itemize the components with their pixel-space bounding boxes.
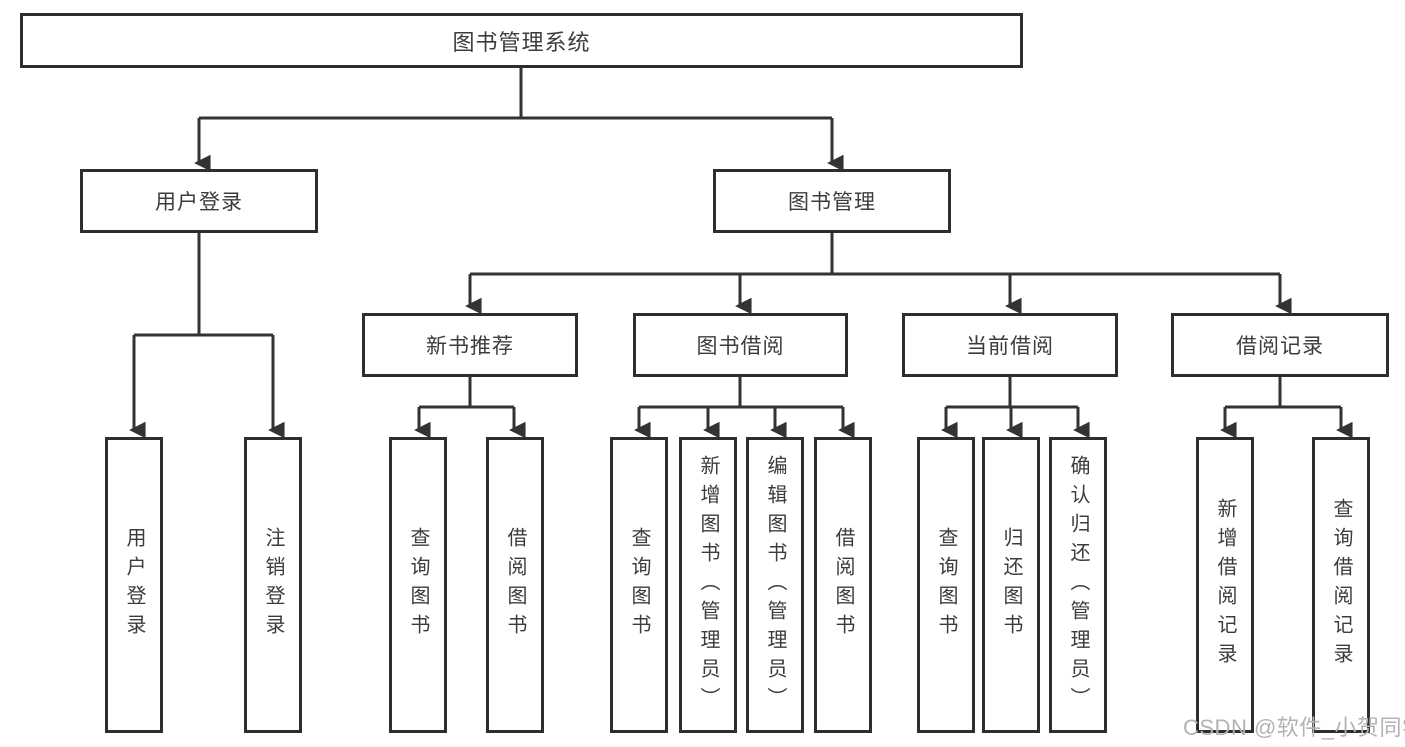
leaf-label: 新增图书（管理员） [697, 454, 719, 716]
leaf-label: 用户登录 [123, 527, 145, 643]
connector-arrows [129, 118, 1353, 439]
node-root-system: 图书管理系统 [20, 13, 1023, 68]
node-label: 图书借阅 [696, 335, 785, 358]
leaf-current-query-books: 查询图书 [917, 437, 975, 733]
csdn-watermark: CSDN @软件_小贺同学 [1183, 715, 1405, 740]
leaf-borrow-add-books-admin: 新增图书（管理员） [679, 437, 737, 733]
leaf-borrow-borrow-books: 借阅图书 [814, 437, 872, 733]
leaf-label: 查询图书 [935, 527, 957, 643]
leaf-newbooks-borrow-books: 借阅图书 [486, 437, 544, 733]
leaf-borrow-query-books: 查询图书 [610, 437, 668, 733]
connector-skeleton [134, 68, 1341, 409]
leaf-label: 查询借阅记录 [1330, 498, 1352, 672]
node-label: 新书推荐 [426, 335, 514, 358]
leaf-newbooks-query-books: 查询图书 [389, 437, 447, 733]
leaf-label: 归还图书 [1000, 527, 1022, 643]
leaf-label: 借阅图书 [832, 527, 854, 643]
node-current-borrow: 当前借阅 [902, 313, 1118, 377]
leaf-label: 查询图书 [628, 527, 650, 643]
leaf-current-confirm-return-admin: 确认归还（管理员） [1049, 437, 1107, 733]
node-label: 用户登录 [155, 191, 243, 214]
leaf-user-login: 用户登录 [105, 437, 163, 733]
node-label: 借阅记录 [1236, 335, 1324, 358]
leaf-records-query-record: 查询借阅记录 [1312, 437, 1370, 733]
leaf-label: 确认归还（管理员） [1067, 454, 1089, 716]
node-book-management: 图书管理 [713, 169, 951, 233]
leaf-logout: 注销登录 [244, 437, 302, 733]
node-user-login: 用户登录 [80, 169, 318, 233]
leaf-label: 注销登录 [262, 527, 284, 643]
leaf-label: 新增借阅记录 [1214, 498, 1236, 672]
leaf-records-add-record: 新增借阅记录 [1196, 437, 1254, 733]
leaf-label: 借阅图书 [504, 527, 526, 643]
leaf-borrow-edit-books-admin: 编辑图书（管理员） [746, 437, 804, 733]
leaf-label: 编辑图书（管理员） [764, 454, 786, 716]
leaf-label: 查询图书 [407, 527, 429, 643]
node-new-book-recommend: 新书推荐 [362, 313, 578, 377]
node-book-borrow: 图书借阅 [633, 313, 848, 377]
node-label: 当前借阅 [966, 335, 1054, 358]
node-label: 图书管理系统 [452, 29, 591, 55]
node-borrow-records: 借阅记录 [1171, 313, 1389, 377]
leaf-current-return-books: 归还图书 [982, 437, 1040, 733]
node-label: 图书管理 [788, 191, 876, 214]
